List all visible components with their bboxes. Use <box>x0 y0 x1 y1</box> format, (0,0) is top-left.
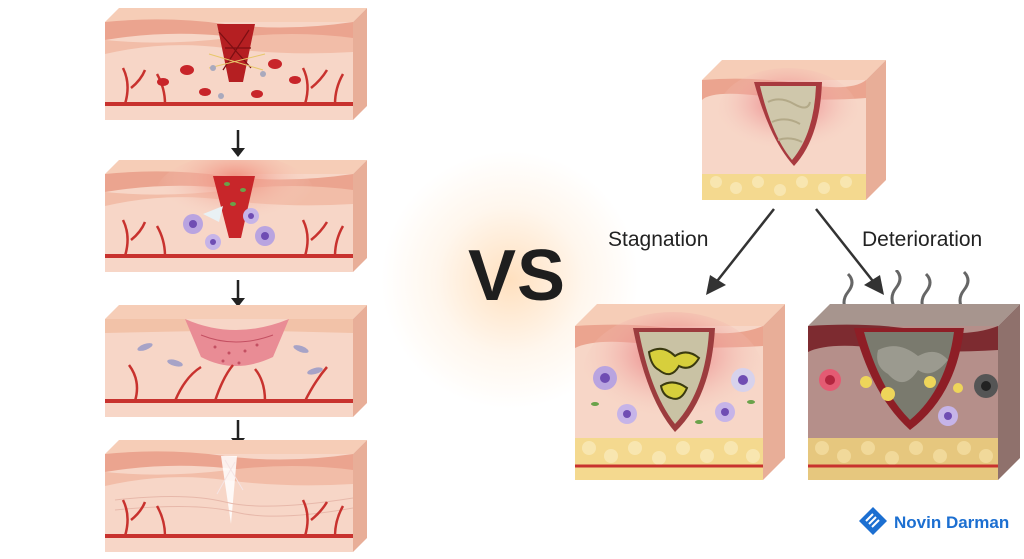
healing-stage-remodeling <box>105 440 367 552</box>
chronic-wound-panel <box>702 58 886 200</box>
vs-label: VS <box>467 236 567 316</box>
deterioration-label: Deterioration <box>862 228 983 251</box>
brand-watermark: Novin Darman <box>858 503 1018 543</box>
brand-name: Novin Darman <box>894 513 1010 532</box>
deterioration-wound-panel <box>808 270 1020 480</box>
healing-stage-hemostasis <box>105 8 367 120</box>
arrow-diagonal-icon <box>700 205 780 300</box>
arrow-down-icon <box>230 280 246 313</box>
arrow-diagonal-icon <box>810 205 890 300</box>
brand-logo-icon <box>858 506 888 541</box>
healing-stage-proliferation <box>105 305 367 417</box>
stagnation-label: Stagnation <box>608 228 709 251</box>
healing-stage-inflammation <box>105 160 367 272</box>
arrow-down-icon <box>230 130 246 163</box>
stagnation-wound-panel <box>575 302 785 480</box>
